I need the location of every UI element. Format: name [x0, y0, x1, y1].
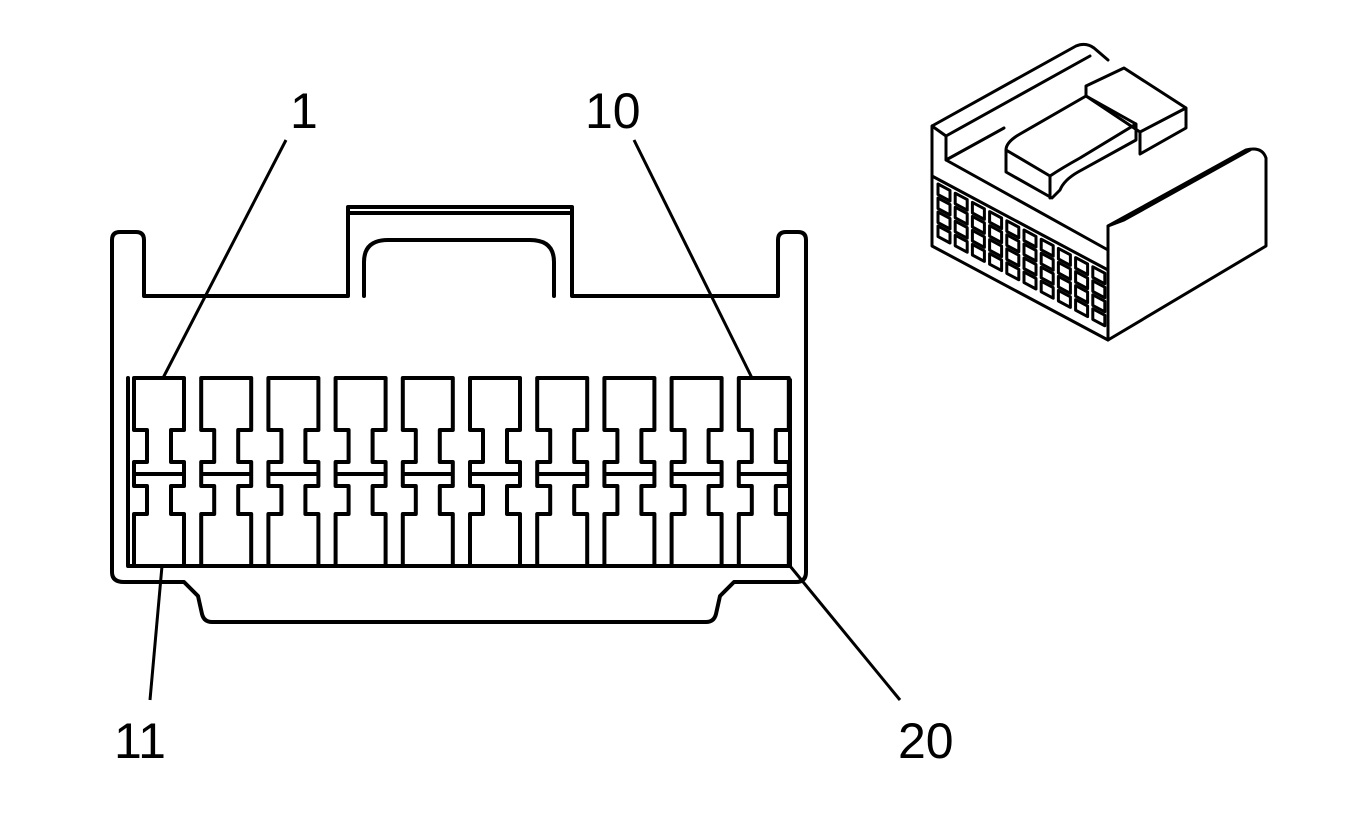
- iso-pin-cavity: [1074, 284, 1090, 305]
- iso-pin-cavity: [970, 214, 986, 235]
- pin-label-20: 20: [898, 713, 954, 769]
- pin-cavity-10: [736, 376, 791, 568]
- leader-line-pin-11: [148, 565, 164, 701]
- iso-pin-cavity: [988, 238, 1004, 259]
- pin-cavity-6: [468, 376, 522, 568]
- iso-top-rail: [930, 42, 1252, 252]
- iso-pin-cavity: [1039, 279, 1055, 300]
- iso-pin-cavity: [1091, 279, 1107, 300]
- iso-pin-cavity: [953, 233, 969, 254]
- iso-pin-cavity: [1005, 261, 1021, 282]
- iso-pin-cavity: [953, 191, 969, 212]
- pin-cavity-8: [602, 376, 657, 568]
- pin-cavity-9: [669, 376, 724, 568]
- iso-pin-cavity: [1074, 270, 1090, 291]
- iso-pin-cavity: [953, 219, 969, 240]
- iso-top-latch: [1004, 94, 1138, 200]
- pin-cavity-1: [132, 376, 186, 568]
- iso-pin-cavity: [1056, 288, 1072, 309]
- iso-pin-cavity: [1022, 242, 1038, 263]
- iso-pin-cavity: [1056, 260, 1072, 281]
- iso-pin-cavity: [988, 252, 1004, 273]
- iso-pin-cavity: [1091, 265, 1107, 286]
- connector-face-view: [110, 205, 808, 624]
- leader-lines: [148, 139, 902, 701]
- iso-pin-cavity: [1005, 233, 1021, 254]
- pin-cavity-5: [400, 376, 455, 568]
- iso-pin-cavity: [1022, 270, 1038, 291]
- iso-pin-cavity: [1074, 298, 1090, 319]
- iso-pin-cavity: [970, 242, 986, 263]
- connector-isometric-view: [930, 42, 1268, 342]
- pin-label-10: 10: [585, 83, 641, 139]
- iso-pin-cavity: [988, 224, 1004, 245]
- iso-side-face: [1106, 147, 1268, 342]
- pin-cavity-grid: [132, 376, 791, 568]
- pin-cavity-7: [535, 376, 590, 568]
- leader-line-pin-1: [161, 139, 288, 379]
- iso-pin-cavity: [1022, 256, 1038, 277]
- pin-label-11: 11: [114, 713, 166, 769]
- iso-pin-cavity: [1091, 307, 1107, 328]
- pin-label-1: 1: [290, 83, 318, 139]
- iso-pin-cavity: [953, 205, 969, 226]
- pin-cavity-4: [333, 376, 388, 568]
- iso-pin-cavity: [1056, 246, 1072, 267]
- connector-housing-outline: [110, 205, 808, 624]
- connector-latch: [346, 211, 574, 298]
- iso-pin-cavity: [1074, 256, 1090, 277]
- iso-latch-button: [1084, 66, 1188, 156]
- iso-pin-cavity: [936, 210, 952, 231]
- iso-pin-cavity: [970, 200, 986, 221]
- pin-cavity-3: [266, 376, 321, 568]
- iso-pin-cavity: [1005, 247, 1021, 268]
- iso-pin-cavity: [988, 210, 1004, 231]
- iso-pin-cavity: [1039, 237, 1055, 258]
- iso-pin-cavity: [1022, 228, 1038, 249]
- iso-pin-cavity: [1091, 293, 1107, 314]
- iso-pin-cavity: [936, 182, 952, 203]
- iso-pin-cavity: [1039, 251, 1055, 272]
- leader-line-pin-20: [788, 565, 902, 701]
- iso-pin-cavity: [1039, 265, 1055, 286]
- leader-line-pin-10: [632, 139, 754, 379]
- iso-pin-cavity: [1056, 274, 1072, 295]
- iso-pin-cavity: [936, 224, 952, 245]
- iso-pin-cavities: [936, 182, 1107, 328]
- iso-pin-cavity: [1005, 219, 1021, 240]
- pin-cavity-2: [199, 376, 254, 568]
- iso-pin-cavity: [936, 196, 952, 217]
- iso-pin-cavity: [970, 228, 986, 249]
